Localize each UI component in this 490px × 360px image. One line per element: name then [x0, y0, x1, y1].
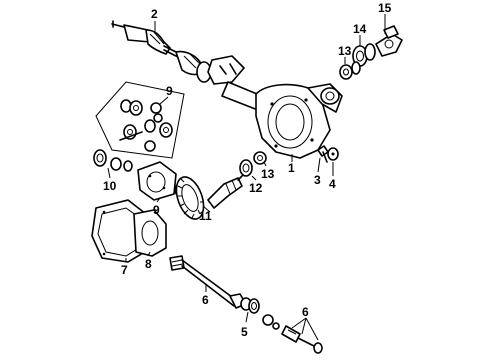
- callout-cover: 8: [145, 257, 152, 271]
- callout-washer: 4: [329, 177, 336, 191]
- case-bearing[interactable]: [93, 149, 133, 172]
- callout-pinion-race: 13: [261, 167, 275, 181]
- differential-cover[interactable]: [133, 209, 167, 257]
- callout-pinion-bearing: 12: [249, 181, 263, 195]
- callout-labels: 2 15 14 13 9 1 3 4 12 13 10 9 11 7 8 6 5…: [103, 1, 392, 339]
- pinion-yoke[interactable]: [375, 25, 403, 57]
- axle-shaft-seal[interactable]: [240, 297, 260, 314]
- callout-case-bearing: 10: [103, 179, 117, 193]
- pinion-bearing-upper[interactable]: [339, 61, 361, 80]
- pinion-bearing-lower[interactable]: [239, 159, 253, 177]
- ring-and-pinion[interactable]: [171, 165, 253, 223]
- callout-yoke: 15: [378, 1, 392, 15]
- axle-bearing-group[interactable]: [262, 314, 323, 354]
- callout-diff-case: 9: [153, 203, 160, 217]
- callout-shaft-seal: 5: [241, 325, 248, 339]
- axle-housing[interactable]: [207, 55, 343, 159]
- cv-axle-shaft[interactable]: [111, 20, 223, 83]
- callout-bearing-upper: 13: [338, 44, 352, 58]
- callout-axle-shaft-upper: 2: [151, 7, 158, 21]
- callout-bolt: 3: [314, 173, 321, 187]
- callout-shaft-bearing-group: 6: [302, 305, 309, 319]
- callout-gasket: 7: [121, 263, 128, 277]
- callout-housing: 1: [288, 161, 295, 175]
- callout-ring-pinion: 11: [199, 209, 212, 223]
- callout-seal-upper: 14: [353, 22, 367, 36]
- leader-lines: [107, 14, 386, 341]
- callout-axle-shaft-lower: 6: [202, 293, 209, 307]
- housing-washer[interactable]: [327, 147, 339, 161]
- pinion-race-lower[interactable]: [253, 151, 267, 165]
- gear-kit-panel[interactable]: [95, 81, 185, 159]
- callout-gear-kit: 9: [166, 84, 173, 98]
